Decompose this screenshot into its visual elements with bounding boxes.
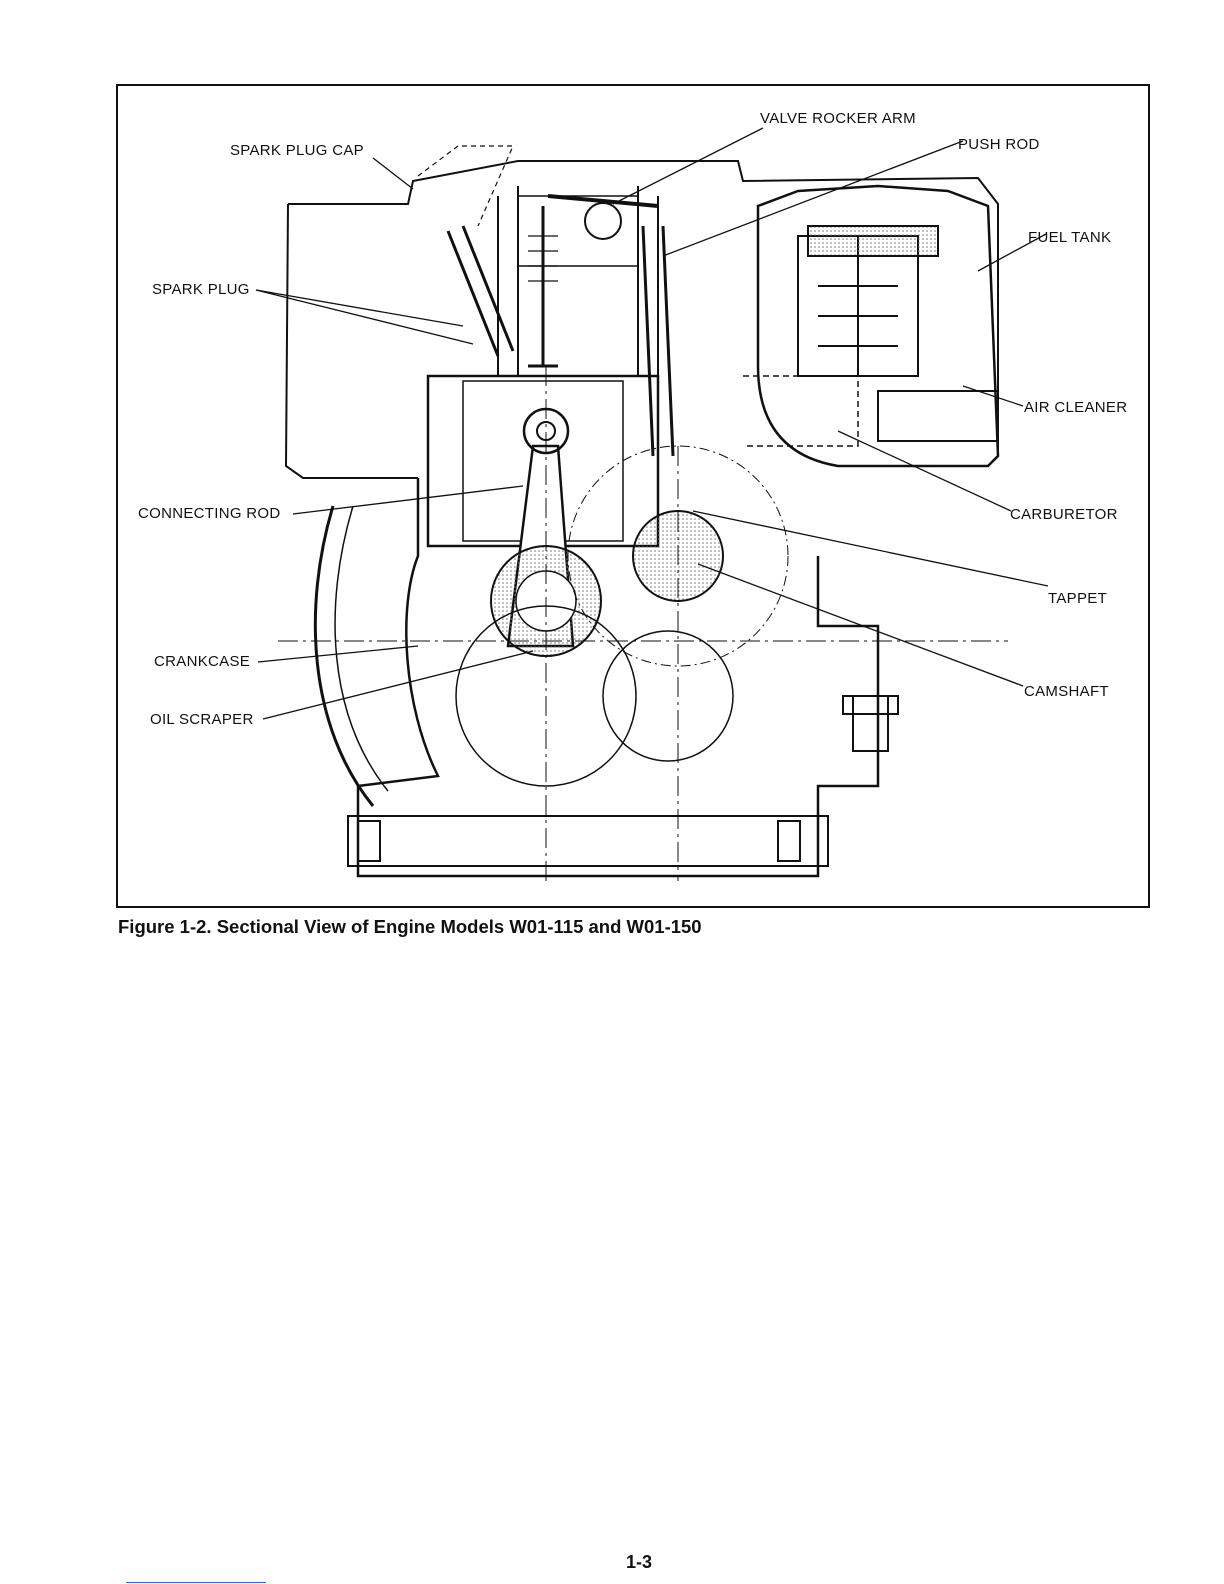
label-spark-plug-cap: SPARK PLUG CAP — [230, 142, 364, 159]
label-crankcase: CRANKCASE — [154, 653, 250, 670]
label-fuel-tank: FUEL TANK — [1028, 229, 1111, 246]
label-valve-rocker-arm: VALVE ROCKER ARM — [760, 110, 916, 127]
label-carburetor: CARBURETOR — [1010, 506, 1118, 523]
label-camshaft: CAMSHAFT — [1024, 683, 1109, 700]
engine-sectional-drawing — [118, 86, 1152, 910]
label-connecting-rod: CONNECTING ROD — [138, 505, 281, 522]
label-spark-plug: SPARK PLUG — [152, 281, 250, 298]
figure-caption: Figure 1-2. Sectional View of Engine Mod… — [118, 916, 702, 938]
page-number: 1-3 — [626, 1552, 652, 1573]
label-oil-scraper: OIL SCRAPER — [150, 711, 254, 728]
cylinder-head — [518, 196, 638, 266]
footer-rule — [126, 1582, 266, 1583]
label-air-cleaner: AIR CLEANER — [1024, 399, 1127, 416]
label-push-rod: PUSH ROD — [958, 136, 1040, 153]
figure-frame: VALVE ROCKER ARM SPARK PLUG CAP PUSH ROD… — [116, 84, 1150, 908]
label-tappet: TAPPET — [1048, 590, 1107, 607]
